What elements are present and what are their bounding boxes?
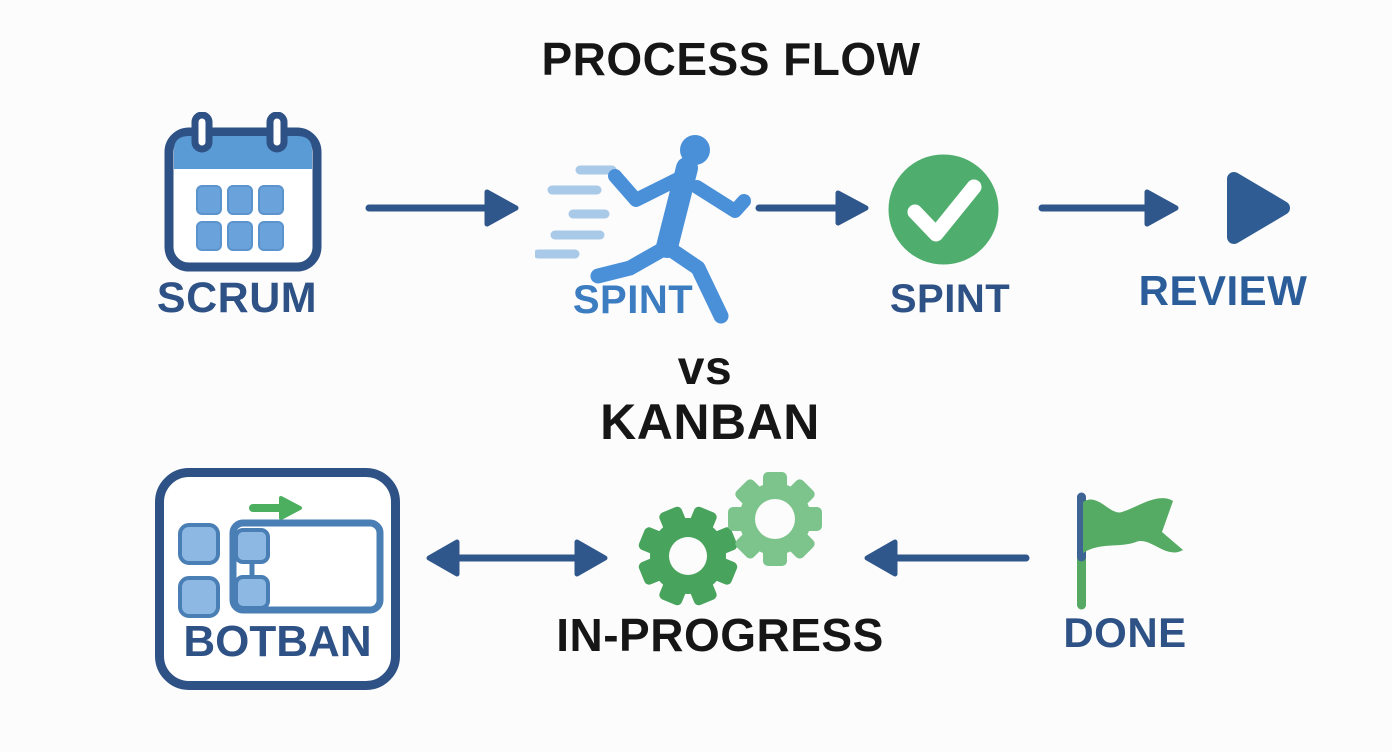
page-title: PROCESS FLOW — [541, 33, 921, 85]
kanban-board-card: BOTBAN — [155, 468, 400, 690]
check-circle-icon — [888, 154, 999, 265]
play-icon — [1227, 172, 1290, 244]
arrow-double-icon — [426, 539, 608, 577]
in-progress-label: IN-PROGRESS — [556, 609, 884, 661]
arrow-right-icon — [755, 190, 869, 226]
kanban-heading: KANBAN — [600, 394, 820, 450]
botban-label: BOTBAN — [183, 617, 372, 666]
flag-icon — [1077, 492, 1183, 610]
sprint-review-label: SPINT — [889, 277, 1011, 321]
calendar-icon — [164, 112, 322, 272]
scrum-label: SCRUM — [156, 274, 318, 322]
arrow-left-icon — [864, 539, 1030, 577]
review-label: REVIEW — [1138, 267, 1308, 314]
arrow-right-icon — [365, 189, 519, 227]
gears-icon — [638, 472, 822, 606]
kanban-board-icon — [178, 496, 384, 618]
running-person-icon — [535, 135, 751, 324]
vs-label: vs — [677, 342, 733, 395]
arrow-right-icon — [1038, 189, 1179, 227]
sprint-label: SPINT — [572, 278, 694, 322]
done-label: DONE — [1063, 609, 1187, 656]
